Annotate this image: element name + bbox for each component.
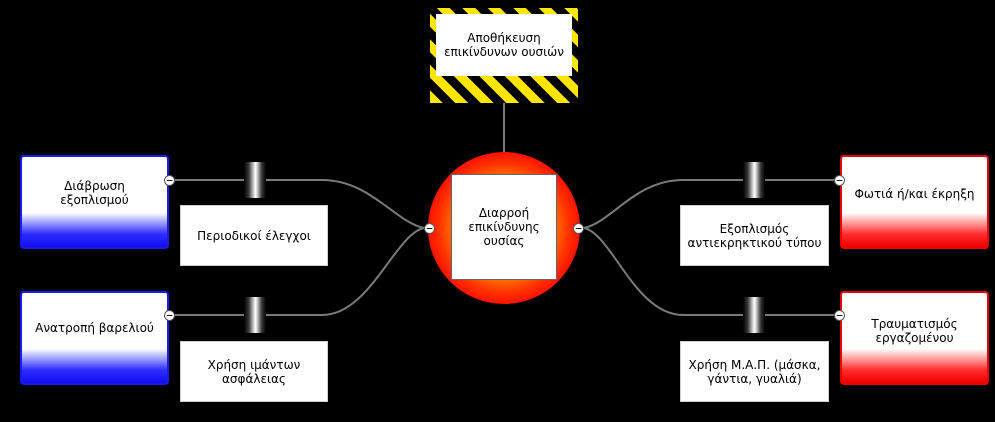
collapse-threat-1-button[interactable]: − [164, 175, 175, 186]
barrier-marker-threat-2 [244, 297, 266, 333]
hazard-label: Αποθήκευση επικίνδυνων ουσιών [444, 31, 564, 59]
threat-connector-1 [175, 179, 425, 229]
threat-label-2: Ανατροπή βαρελιού [35, 321, 154, 335]
barrier-node-consequence-1[interactable]: Εξοπλισμός αντιεκρηκτικού τύπου [680, 205, 829, 266]
barrier-marker-threat-1 [244, 162, 266, 198]
barrier-marker-consequence-1 [743, 162, 765, 198]
barrier-label-consequence-2: Χρήση Μ.Α.Π. (μάσκα, γάντια, γυαλιά) [688, 357, 821, 386]
threat-node-2[interactable]: Ανατροπή βαρελιού [20, 291, 169, 385]
consequence-node-1[interactable]: Φωτιά ή/και έκρηξη [840, 155, 989, 249]
consequence-label-2: Τραυματισμός εργαζομένου [871, 317, 958, 345]
collapse-consequence-2-button[interactable]: − [834, 310, 845, 321]
top-event-node[interactable]: Διαρροή επικίνδυνης ουσίας [451, 174, 557, 280]
hazard-node[interactable]: Αποθήκευση επικίνδυνων ουσιών [430, 8, 578, 103]
barrier-label-threat-1: Περιοδικοί έλεγχοι [197, 228, 311, 243]
barrier-node-threat-1[interactable]: Περιοδικοί έλεγχοι [180, 205, 328, 266]
threat-connector-2 [175, 227, 425, 316]
collapse-consequence-1-button[interactable]: − [834, 175, 845, 186]
collapse-top-left-button[interactable]: − [424, 223, 435, 234]
barrier-label-consequence-1: Εξοπλισμός αντιεκρηκτικού τύπου [687, 221, 822, 250]
top-event-label: Διαρροή επικίνδυνης ουσίας [468, 206, 540, 248]
collapse-threat-2-button[interactable]: − [164, 310, 175, 321]
consequence-label-1: Φωτιά ή/και έκρηξη [854, 187, 975, 201]
threat-node-1[interactable]: Διάβρωση εξοπλισμού [20, 155, 169, 249]
barrier-label-threat-2: Χρήση ιμάντων ασφάλειας [207, 357, 301, 386]
consequence-connector-2 [583, 227, 835, 316]
consequence-node-2[interactable]: Τραυματισμός εργαζομένου [840, 291, 989, 385]
hazard-label-box: Αποθήκευση επικίνδυνων ουσιών [436, 14, 572, 76]
consequence-connector-1 [583, 179, 835, 229]
threat-label-1: Διάβρωση εξοπλισμού [60, 179, 129, 207]
barrier-marker-consequence-2 [743, 297, 765, 333]
collapse-top-right-button[interactable]: − [573, 223, 584, 234]
barrier-node-consequence-2[interactable]: Χρήση Μ.Α.Π. (μάσκα, γάντια, γυαλιά) [680, 341, 829, 402]
barrier-node-threat-2[interactable]: Χρήση ιμάντων ασφάλειας [180, 341, 328, 402]
